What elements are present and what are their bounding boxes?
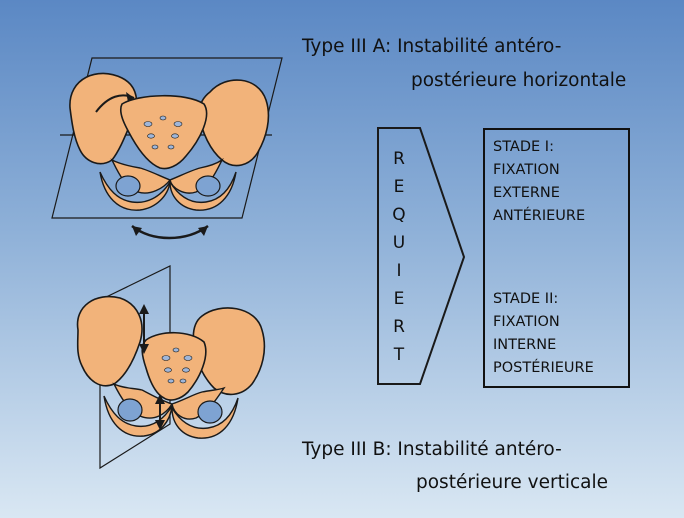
arrow-letter: R xyxy=(379,151,419,168)
sacrum-bottom xyxy=(142,333,206,400)
type-3b-title: Type III B: Instabilité antéro- xyxy=(302,441,562,460)
arrow-letter: I xyxy=(379,263,419,280)
stage-1-label: STADE I: xyxy=(493,136,585,159)
pelvis-vertical-illustration xyxy=(0,0,300,518)
arrow-letter: Q xyxy=(379,207,419,224)
type-3a-title: Type III A: Instabilité antéro- xyxy=(302,38,561,57)
type-3b-subtitle: postérieure verticale xyxy=(416,474,608,493)
stage-2-line: INTERNE xyxy=(493,334,594,357)
stage-2-line: POSTÉRIEURE xyxy=(493,357,594,380)
stage-1-line: FIXATION xyxy=(493,159,585,182)
stage-2-line: FIXATION xyxy=(493,311,594,334)
stage-2: STADE II: FIXATION INTERNE POSTÉRIEURE xyxy=(493,288,594,380)
type-3a-subtitle: postérieure horizontale xyxy=(411,72,626,91)
treatment-stages-box: STADE I: FIXATION EXTERNE ANTÉRIEURE STA… xyxy=(483,128,630,388)
arrow-letter: E xyxy=(379,179,419,196)
arrow-letter: E xyxy=(379,291,419,308)
arrow-letter: T xyxy=(379,347,419,364)
arrow-letter: U xyxy=(379,235,419,252)
stage-1-line: EXTERNE xyxy=(493,182,585,205)
left-ilium-bottom xyxy=(78,297,142,386)
stage-2-label: STADE II: xyxy=(493,288,594,311)
stage-1-line: ANTÉRIEURE xyxy=(493,205,585,228)
stage-1: STADE I: FIXATION EXTERNE ANTÉRIEURE xyxy=(493,136,585,228)
arrow-letter: R xyxy=(379,319,419,336)
